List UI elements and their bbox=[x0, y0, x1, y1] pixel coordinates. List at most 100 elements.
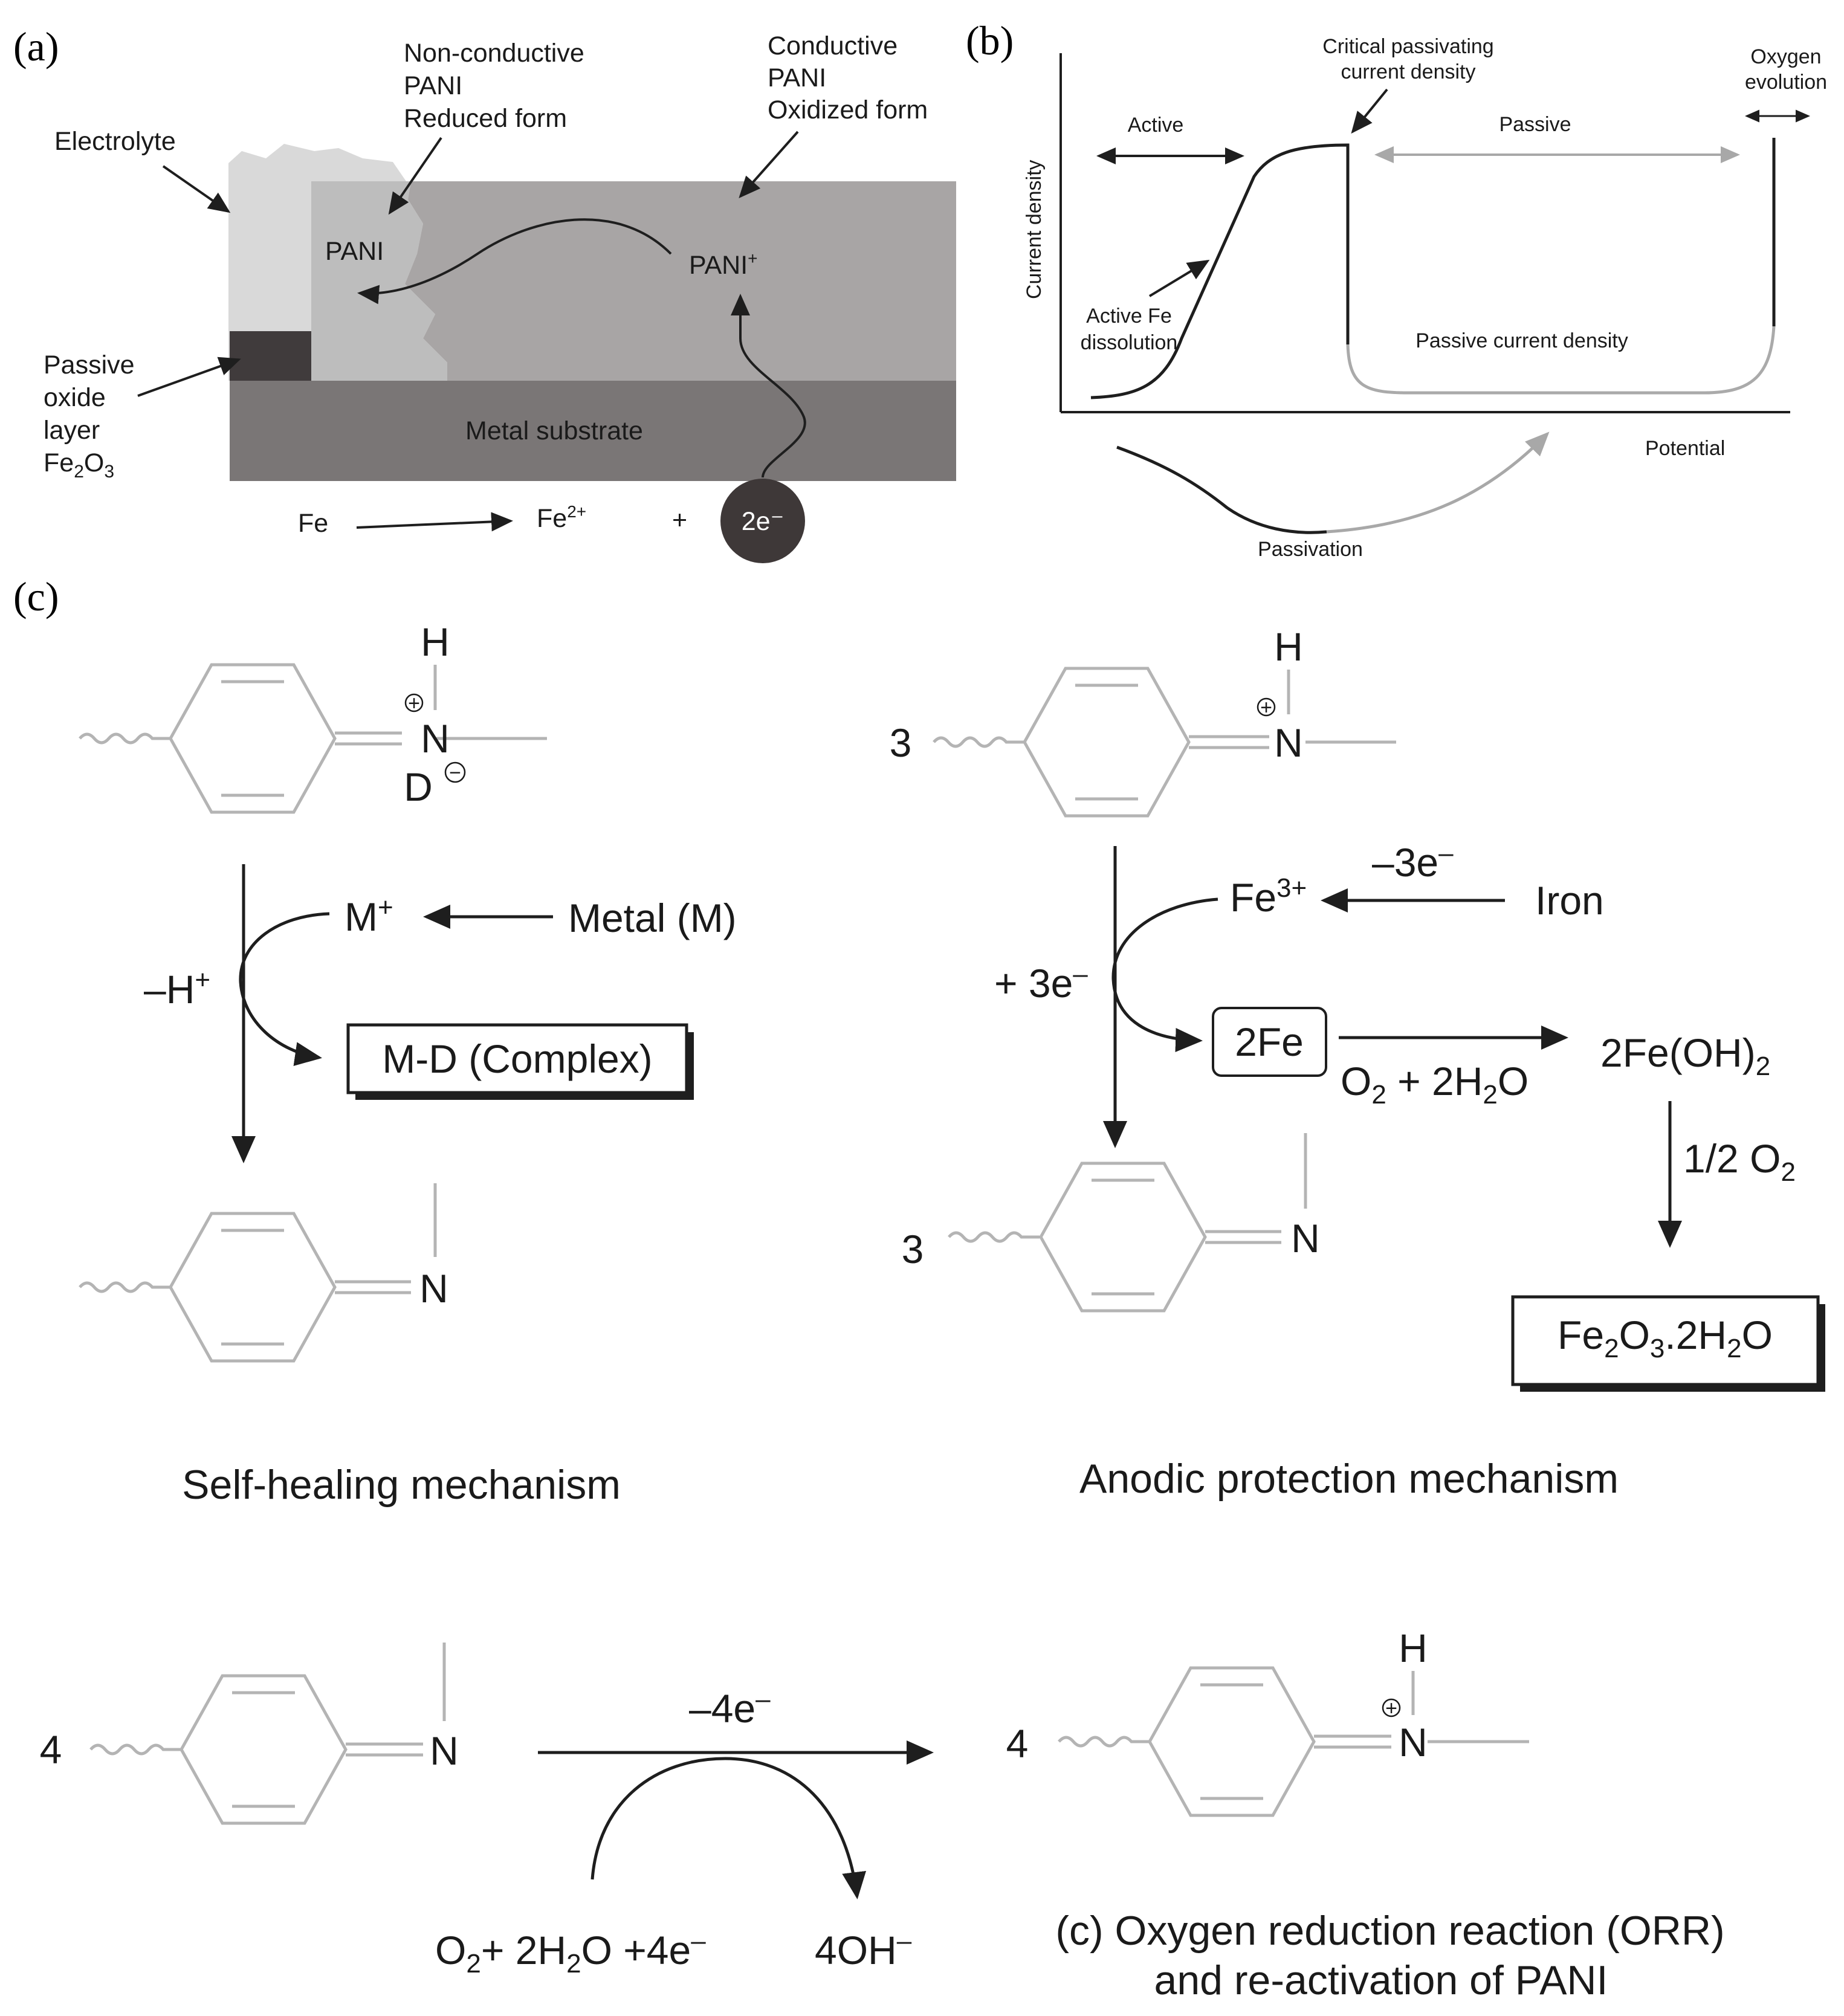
sh-plus-charge bbox=[404, 693, 424, 712]
panel-b: (b) Current density Potential Critical p… bbox=[966, 18, 1827, 561]
orr-benzene-ring-left bbox=[180, 1674, 348, 1825]
sh-benzene-ring-bottom bbox=[169, 1212, 337, 1363]
sh-minus-sign: − bbox=[449, 761, 461, 784]
passive-label: Passive bbox=[1499, 113, 1571, 136]
electron-circle bbox=[720, 479, 805, 563]
orr-title-line2: and re-activation of PANI bbox=[1154, 1957, 1608, 2003]
orr-plus-sign: + bbox=[1385, 1697, 1397, 1720]
electrolyte-label: Electrolyte bbox=[54, 127, 176, 156]
orr-wavy-bond-right bbox=[1058, 1736, 1150, 1748]
passive-arrow bbox=[137, 357, 241, 397]
sh-wavy-bond-top bbox=[79, 732, 170, 745]
nonconductive-arrow bbox=[388, 137, 442, 215]
conductive-arrow bbox=[739, 131, 799, 198]
ap-half-o2: 1/2 O2 bbox=[1683, 1136, 1796, 1187]
sh-wavy-bond-bottom bbox=[79, 1281, 170, 1293]
orr-reactant: O2+ 2H2O +4e– bbox=[435, 1926, 706, 1979]
sh-title: Self-healing mechanism bbox=[182, 1462, 621, 1508]
critical-arrow bbox=[1351, 88, 1388, 134]
nonconductive-line1: Non-conductive bbox=[404, 39, 584, 68]
panel-a: (a) Electrolyte Non-conductive PANI Redu… bbox=[13, 24, 956, 563]
ap-h-atom: H bbox=[1274, 624, 1303, 669]
sh-benzene-ring-top bbox=[169, 663, 337, 814]
passive-line2: oxide bbox=[44, 383, 106, 412]
orr-hydroxide: 4OH– bbox=[815, 1926, 912, 1972]
active-fe-line2: dissolution bbox=[1081, 331, 1178, 354]
fe-label: Fe bbox=[298, 509, 328, 538]
orr-minus4e: –4e– bbox=[689, 1684, 771, 1731]
sh-hplus: –H+ bbox=[144, 965, 210, 1012]
anodic-protection-scheme: 3 H + N –3e– Iron Fe3+ + 3e– 2Fe O2 + 2H… bbox=[890, 624, 1825, 1502]
passivation-label: Passivation bbox=[1258, 538, 1363, 561]
critical-line2: current density bbox=[1341, 60, 1476, 83]
ap-coef-top: 3 bbox=[890, 720, 912, 765]
ap-iron: Iron bbox=[1535, 878, 1604, 923]
sh-complex-box bbox=[346, 1023, 688, 1094]
sh-n-atom: N bbox=[421, 716, 450, 761]
orr-h-atom: H bbox=[1399, 1626, 1428, 1670]
ap-n-atom-bottom: N bbox=[1291, 1216, 1320, 1261]
passive-line3: layer bbox=[44, 416, 100, 445]
orr-wavy-bond-left bbox=[89, 1743, 181, 1756]
plus-label: + bbox=[672, 506, 687, 535]
oxygen-line1: Oxygen bbox=[1750, 45, 1821, 68]
orr-n-left: N bbox=[430, 1728, 459, 1773]
electron-path-arrow bbox=[731, 294, 806, 478]
ap-title: Anodic protection mechanism bbox=[1079, 1456, 1619, 1502]
sh-d-atom: D bbox=[404, 764, 433, 809]
passive-current-label: Passive current density bbox=[1415, 329, 1628, 352]
ap-o2-water: O2 + 2H2O bbox=[1341, 1059, 1529, 1110]
ap-n-atom: N bbox=[1274, 720, 1303, 765]
ap-plus3e: + 3e– bbox=[994, 959, 1088, 1006]
passive-line1: Passive bbox=[44, 351, 135, 380]
orr-title-line1: (c) Oxygen reduction reaction (ORR) bbox=[1055, 1908, 1724, 1954]
sh-h-atom: H bbox=[421, 619, 450, 664]
conductive-line3: Oxidized form bbox=[768, 95, 928, 124]
ap-fe-box bbox=[1212, 1007, 1327, 1077]
passivation-curve-dark bbox=[1116, 445, 1327, 534]
pani-plus-label: PANI+ bbox=[689, 249, 758, 280]
sh-n-atom-bottom: N bbox=[419, 1266, 448, 1311]
electron-label: 2e⁻ bbox=[742, 507, 785, 536]
nonconductive-line3: Reduced form bbox=[404, 104, 567, 133]
sh-mplus: M+ bbox=[345, 893, 393, 939]
orr-coef-left: 4 bbox=[40, 1727, 62, 1772]
sh-complex-label: M-D (Complex) bbox=[382, 1036, 652, 1081]
critical-line1: Critical passivating bbox=[1322, 35, 1493, 58]
active-curve bbox=[1090, 143, 1350, 399]
x-axis-label: Potential bbox=[1645, 437, 1725, 460]
ap-fe-box-label: 2Fe bbox=[1235, 1019, 1304, 1064]
metal-substrate bbox=[230, 381, 956, 481]
orr-benzene-ring-right bbox=[1148, 1666, 1316, 1817]
metal-substrate-label: Metal substrate bbox=[465, 416, 643, 445]
sh-minus-charge bbox=[444, 761, 466, 783]
active-label: Active bbox=[1128, 114, 1184, 137]
nonconductive-line2: PANI bbox=[404, 71, 462, 100]
ap-plus-charge bbox=[1257, 697, 1276, 717]
orr-curved-arrow bbox=[590, 1757, 867, 1899]
panel-b-label: (b) bbox=[966, 18, 1014, 63]
y-axis-label: Current density bbox=[1023, 160, 1046, 299]
ap-product-label: Fe2O3.2H2O bbox=[1558, 1313, 1773, 1363]
ap-benzene-ring-bottom bbox=[1039, 1161, 1207, 1313]
passive-oxide-layer bbox=[230, 331, 311, 381]
ap-feoh2: 2Fe(OH)2 bbox=[1600, 1030, 1770, 1081]
ap-minus3e: –3e– bbox=[1372, 838, 1454, 885]
orr-scheme: 4 N –4e– O2+ 2H2O +4e– 4OH– 4 H + N (c) bbox=[40, 1626, 1725, 2003]
orr-coef-right: 4 bbox=[1006, 1721, 1029, 1766]
panel-c-label: (c) bbox=[13, 573, 59, 619]
passive-curve bbox=[1346, 326, 1776, 395]
ap-fe3: Fe3+ bbox=[1230, 873, 1307, 920]
oxidized-pani-region bbox=[405, 181, 956, 381]
electrolyte-arrow bbox=[162, 165, 231, 213]
orr-n-right: N bbox=[1399, 1720, 1428, 1765]
pani-label: PANI bbox=[325, 237, 384, 266]
panel-a-label: (a) bbox=[13, 24, 59, 69]
sh-curved-arrow bbox=[239, 912, 330, 1066]
fe2-label: Fe2+ bbox=[537, 502, 586, 533]
orr-plus-charge bbox=[1382, 1698, 1401, 1717]
ap-wavy-bond-top bbox=[933, 736, 1024, 748]
ap-plus-sign: + bbox=[1260, 696, 1272, 719]
passive-line4: Fe2O3 bbox=[44, 448, 114, 482]
